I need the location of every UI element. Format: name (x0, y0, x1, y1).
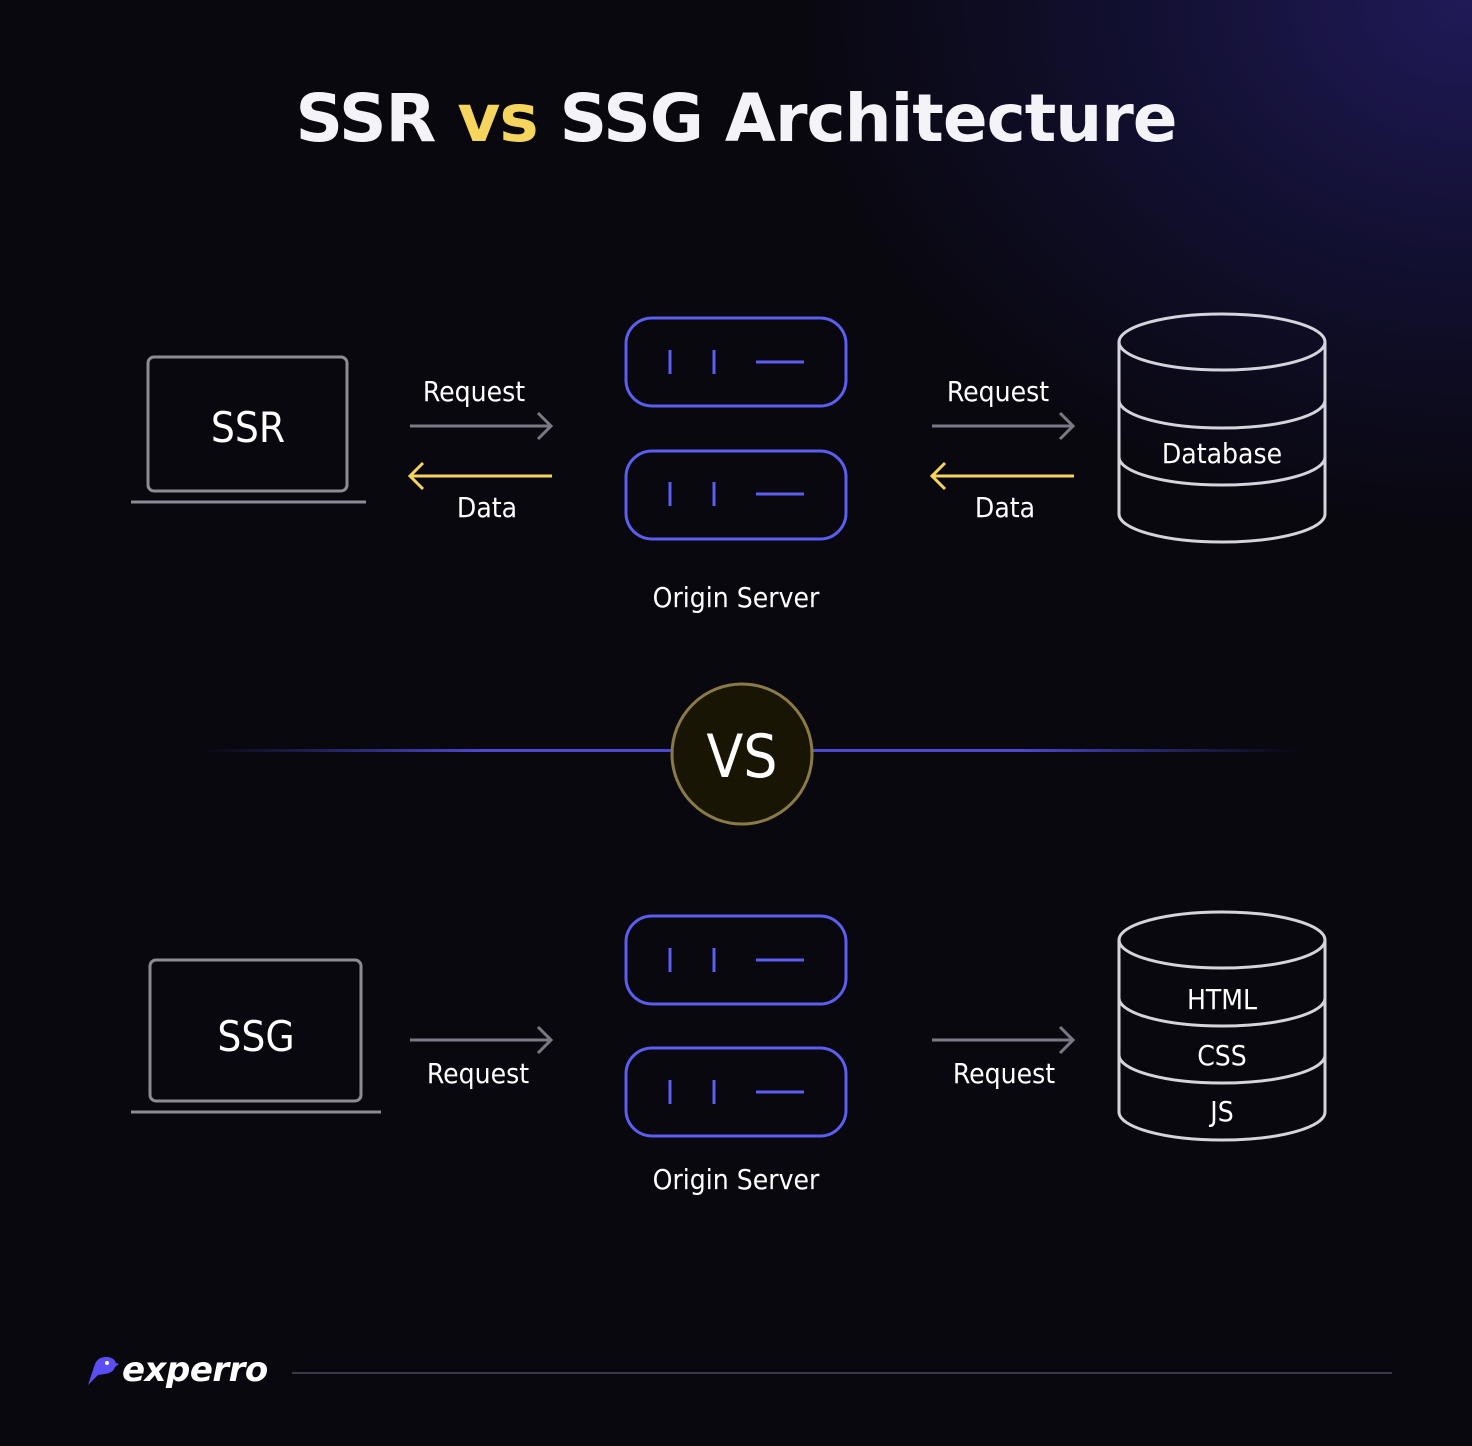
ssr-database-label: Database (1162, 437, 1282, 470)
footer-rule (292, 1372, 1392, 1374)
bird-logo-icon (88, 1357, 119, 1385)
ssr-right-request-label: Request (947, 375, 1049, 408)
title-ssr: SSR (295, 80, 436, 157)
vs-badge (670, 682, 814, 826)
ssr-right-data-arrow (929, 461, 1074, 491)
ssr-client-laptop-icon (131, 355, 366, 504)
ssr-right-data-label: Data (975, 491, 1035, 524)
ssr-left-data-arrow (407, 461, 552, 491)
ssr-client-label: SSR (211, 403, 285, 452)
ssg-left-request-label: Request (427, 1057, 529, 1090)
page-title: SSR vs SSG Architecture (0, 80, 1472, 157)
ssg-left-request-arrow (410, 1025, 554, 1055)
ssg-store-label-css: CSS (1197, 1039, 1247, 1072)
ssr-server-top-icon (624, 316, 848, 408)
ssr-server-caption: Origin Server (653, 581, 820, 614)
ssr-left-request-arrow (410, 411, 554, 441)
ssr-database-icon (1117, 312, 1327, 544)
ssg-static-files-icon (1117, 910, 1327, 1142)
ssr-left-request-label: Request (423, 375, 525, 408)
ssg-right-request-arrow (932, 1025, 1076, 1055)
ssr-server-bottom-icon (624, 449, 848, 541)
ssr-right-request-arrow (932, 411, 1076, 441)
ssg-server-bottom-icon (624, 1046, 848, 1138)
ssg-client-label: SSG (217, 1012, 294, 1061)
title-ssg-architecture: SSG Architecture (559, 80, 1178, 157)
ssg-store-label-js: JS (1208, 1095, 1233, 1128)
experro-logo: experro (86, 1350, 268, 1390)
logo-text: experro (122, 1350, 268, 1390)
ssg-server-top-icon (624, 914, 848, 1006)
ssg-store-label-html: HTML (1187, 983, 1257, 1016)
ssg-client-laptop-icon (131, 958, 381, 1114)
ssr-left-data-label: Data (457, 491, 517, 524)
vs-badge-label: VS (706, 722, 777, 792)
title-vs: vs (457, 80, 538, 157)
ssg-server-caption: Origin Server (653, 1163, 820, 1196)
ssg-right-request-label: Request (953, 1057, 1055, 1090)
